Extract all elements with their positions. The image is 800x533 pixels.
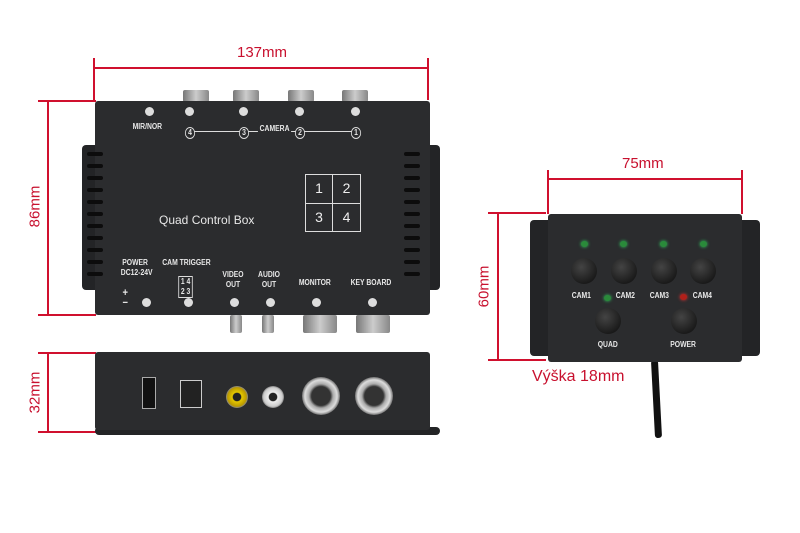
product-title: Quad Control Box [159, 213, 255, 227]
power-button-label: POWER [670, 340, 696, 349]
video-rca-yellow [226, 386, 248, 408]
quad-label: QUAD [597, 340, 618, 349]
dimension-label-width: 137mm [237, 44, 288, 61]
dimension-label-depth: 32mm [26, 371, 44, 414]
control-box-body [95, 101, 430, 315]
power-led [680, 294, 687, 300]
cam4-button[interactable] [690, 258, 716, 284]
cam3-label: CAM3 [649, 291, 669, 300]
indicator-dot [351, 107, 360, 116]
quad-button[interactable] [595, 308, 621, 334]
indicator-dot [312, 298, 321, 307]
cam4-label: CAM4 [692, 291, 712, 300]
indicator-dot [295, 107, 304, 116]
keypad-thickness-label: Výška 18mm [532, 368, 625, 385]
keyboard-aviation-connector [355, 377, 393, 415]
trigger-pinout: 1 4 2 3 [178, 276, 193, 298]
side-flange [95, 427, 440, 435]
dimension-tick [741, 170, 743, 214]
power-socket [142, 377, 156, 409]
camera-connector [342, 90, 368, 102]
cam1-button[interactable] [571, 258, 597, 284]
indicator-dot [142, 298, 151, 307]
cam1-led [581, 241, 588, 247]
video-out-label: VIDEO OUT [222, 270, 244, 289]
dimension-label-keypad-width: 75mm [622, 155, 664, 172]
cam3-button[interactable] [651, 258, 677, 284]
dimension-label-height: 86mm [26, 185, 44, 228]
cam2-led [620, 241, 627, 247]
monitor-aviation-connector [302, 377, 340, 415]
keypad-body [548, 214, 742, 362]
power-button[interactable] [671, 308, 697, 334]
dimension-label-keypad-height: 60mm [475, 265, 493, 308]
trigger-socket [180, 380, 202, 408]
camera-number-3: 3 [238, 127, 250, 139]
keyboard-connector [356, 315, 390, 333]
dimension-tick [38, 352, 96, 354]
quad-cell: 3 [306, 203, 333, 231]
cam-trigger-label: CAM TRIGGER [162, 258, 211, 267]
dimension-tick [93, 58, 95, 100]
cam2-button[interactable] [611, 258, 637, 284]
cam3-led [660, 241, 667, 247]
indicator-dot [185, 107, 194, 116]
dimension-tick [38, 314, 96, 316]
cam2-label: CAM2 [615, 291, 635, 300]
camera-connector [183, 90, 209, 102]
indicator-dot [266, 298, 275, 307]
audio-out-label: AUDIO OUT [258, 270, 280, 289]
dimension-tick [488, 359, 546, 361]
dimension-line-86 [47, 101, 49, 315]
video-out-jack [230, 315, 242, 333]
dimension-line-32 [47, 352, 49, 432]
dimension-line-137 [93, 67, 428, 69]
mir-nor-label: MIR/NOR [132, 122, 163, 131]
camera-label: CAMERA [257, 124, 292, 134]
power-voltage-label: DC12-24V [120, 268, 153, 277]
monitor-connector [303, 315, 337, 333]
camera-connector [233, 90, 259, 102]
indicator-dot [184, 298, 193, 307]
camera-number-1: 1 [350, 127, 362, 139]
dimension-tick [38, 431, 96, 433]
dimension-line-60 [497, 213, 499, 360]
dimension-line-75 [548, 178, 742, 180]
audio-out-jack [262, 315, 274, 333]
indicator-dot [239, 107, 248, 116]
keypad-cable [650, 359, 663, 439]
cam1-label: CAM1 [571, 291, 591, 300]
cam4-led [700, 241, 707, 247]
camera-number-2: 2 [294, 127, 306, 139]
indicator-dot [230, 298, 239, 307]
power-polarity-symbol: + − [122, 287, 128, 309]
quad-led [604, 295, 611, 301]
camera-connector [288, 90, 314, 102]
keyboard-label: KEY BOARD [350, 278, 392, 287]
camera-number-4: 4 [184, 127, 196, 139]
monitor-label: MONITOR [298, 278, 331, 287]
dimension-tick [547, 170, 549, 214]
dimension-tick [38, 100, 96, 102]
dimension-tick [488, 212, 546, 214]
indicator-dot [368, 298, 377, 307]
indicator-dot [145, 107, 154, 116]
audio-rca-white [262, 386, 284, 408]
quad-cell: 2 [333, 175, 360, 204]
power-label: POWER [122, 258, 148, 267]
quad-grid: 1 2 3 4 [305, 174, 361, 232]
dimension-tick [427, 58, 429, 100]
quad-cell: 1 [306, 175, 333, 204]
quad-cell: 4 [342, 208, 351, 225]
